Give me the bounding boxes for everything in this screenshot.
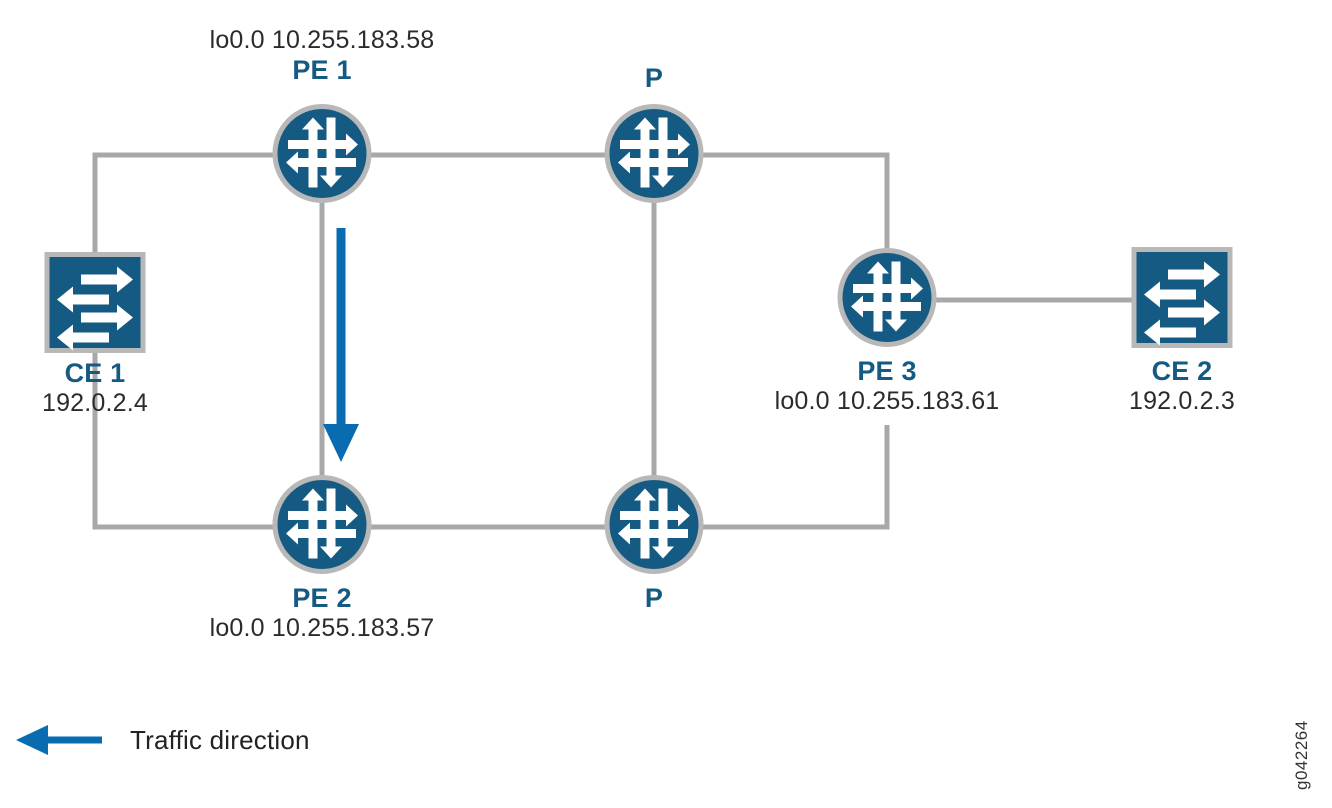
- router-icon: [837, 248, 937, 347]
- node-label-p-bottom: P: [645, 583, 663, 614]
- node-address-pe3: lo0.0 10.255.183.61: [774, 387, 1000, 416]
- node-name-pe1: PE 1: [292, 54, 352, 85]
- link-ce1-pe1: [92, 152, 322, 258]
- traffic-arrow-pe1-to-pe2: [323, 228, 359, 462]
- node-address-ce1: 192.0.2.4: [41, 389, 149, 418]
- link-ce1-pe2: [92, 352, 322, 530]
- node-pe2[interactable]: [270, 473, 374, 582]
- node-ce2[interactable]: [1130, 246, 1234, 355]
- node-name-pe3: PE 3: [857, 356, 917, 386]
- node-label-pe1: lo0.0 10.255.183.58 PE 1: [210, 26, 435, 86]
- node-pe1[interactable]: [270, 102, 374, 211]
- node-p-bottom[interactable]: [602, 473, 706, 582]
- figure-id: g042264: [1292, 720, 1311, 790]
- node-label-ce1: CE 1 192.0.2.4: [42, 358, 148, 418]
- node-label-pe3: PE 3 lo0.0 10.255.183.61: [775, 356, 1000, 416]
- legend-label: Traffic direction: [130, 724, 310, 755]
- switch-icon: [44, 252, 146, 353]
- legend: Traffic direction: [14, 718, 354, 762]
- node-name-ce1: CE 1: [64, 358, 126, 388]
- node-name-p-top: P: [644, 63, 664, 93]
- node-name-p-bottom: P: [644, 583, 664, 613]
- node-name-pe2: PE 2: [292, 583, 352, 613]
- node-address-ce2: 192.0.2.3: [1128, 387, 1236, 416]
- node-pe3[interactable]: [835, 246, 939, 355]
- node-name-ce2: CE 2: [1151, 356, 1213, 386]
- router-icon: [272, 104, 372, 203]
- node-label-pe2: PE 2 lo0.0 10.255.183.57: [210, 583, 435, 643]
- router-icon: [272, 475, 372, 574]
- link-pe3-pbottom: [654, 425, 890, 530]
- node-ce1[interactable]: [43, 251, 147, 360]
- node-address-pe2: lo0.0 10.255.183.57: [209, 614, 435, 643]
- node-p-top[interactable]: [602, 102, 706, 211]
- node-label-p-top: P: [645, 63, 663, 94]
- switch-icon: [1131, 247, 1233, 348]
- node-address-pe1: lo0.0 10.255.183.58: [209, 26, 435, 54]
- traffic-direction-arrow-icon: [16, 725, 102, 755]
- router-icon: [604, 104, 704, 203]
- router-icon: [604, 475, 704, 574]
- node-label-ce2: CE 2 192.0.2.3: [1129, 356, 1235, 416]
